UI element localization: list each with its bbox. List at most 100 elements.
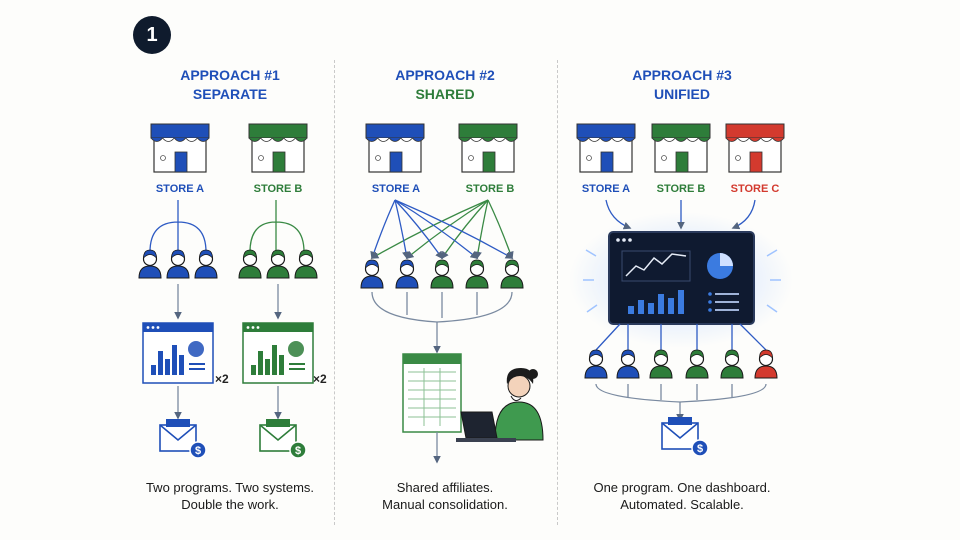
- window-bar: [265, 359, 270, 375]
- email-payout-icon-a: $: [159, 419, 207, 459]
- awning-scallop: [283, 137, 296, 142]
- approach-2-caption-line1: Shared affiliates.: [396, 480, 494, 495]
- sheet-header: [403, 354, 461, 364]
- person-body: [685, 365, 709, 379]
- awning-scallop: [611, 137, 624, 142]
- person-body: [500, 275, 524, 289]
- dash-frame: [608, 231, 755, 325]
- awning-scallop: [470, 137, 483, 142]
- envelope: [159, 424, 197, 452]
- window-dot: [146, 326, 150, 329]
- window-text-line: [189, 368, 205, 370]
- store-awning: [725, 123, 785, 139]
- awning-scallop: [248, 137, 261, 142]
- store-a-icon-2: [365, 123, 425, 173]
- person-body: [720, 365, 744, 379]
- awning-scallop: [162, 137, 175, 142]
- store-body: [368, 137, 422, 173]
- person-head: [142, 251, 158, 267]
- approach-1-multiplier-a: ×2: [215, 372, 229, 386]
- window-dot: [256, 326, 260, 329]
- woman-bun: [528, 369, 538, 379]
- awning-scallop: [588, 137, 601, 142]
- person-head: [399, 261, 415, 277]
- person-body: [649, 365, 673, 379]
- approach-1-title-line2: SEPARATE: [192, 86, 268, 102]
- laptop-base: [456, 438, 516, 442]
- person-body: [166, 265, 190, 279]
- window-frame: [242, 322, 314, 384]
- awning-scallop: [772, 137, 785, 142]
- envelope-flap: [159, 424, 197, 442]
- window-bar: [151, 365, 156, 375]
- store-door: [272, 151, 286, 173]
- person-head: [364, 261, 380, 277]
- woman-head: [507, 374, 531, 398]
- envelope-flap: [661, 422, 699, 440]
- woman-hand: [510, 395, 522, 402]
- awning-scallop: [185, 137, 198, 142]
- awning-scallop: [377, 137, 390, 142]
- approach-1-caption: Two programs. Two systems. Double the wo…: [130, 479, 330, 513]
- awning-scallop: [493, 137, 506, 142]
- person-head: [620, 351, 636, 367]
- approach-3-title: APPROACH #3 UNIFIED: [582, 66, 782, 104]
- dash-pie-slice: [720, 253, 733, 266]
- approach-2-link-b: [487, 199, 514, 260]
- person-hair: [400, 259, 414, 270]
- approach-2-link-b: [441, 199, 489, 260]
- approach-2-link-b: [405, 199, 489, 259]
- store-b-icon-3: [651, 123, 711, 173]
- approach-2-title-line2: SHARED: [415, 86, 475, 102]
- awning-scallop: [365, 137, 378, 142]
- dash-bar: [668, 298, 674, 314]
- dollar-glyph: $: [195, 445, 201, 457]
- dash-line: [625, 253, 687, 277]
- approach-2-link-b: [474, 199, 489, 260]
- store-awning: [365, 123, 425, 139]
- awning-scallop: [698, 137, 711, 142]
- window-bar: [179, 355, 184, 375]
- window-bar: [172, 345, 177, 375]
- affiliate-person-icon-u4: [720, 349, 744, 379]
- person-body: [266, 265, 290, 279]
- dash-pie: [707, 253, 733, 279]
- person-hair: [243, 249, 257, 260]
- approach-1-store-a-label: STORE A: [155, 183, 205, 195]
- dash-linechart-box: [621, 250, 691, 282]
- window-dot: [156, 326, 160, 329]
- approach-3-in-a: [605, 199, 632, 230]
- approach-1-fanout-b: [249, 200, 305, 253]
- awning-scallop: [760, 137, 773, 142]
- approach-3-store-b-label: STORE B: [656, 183, 706, 195]
- affiliate-person-icon-s0: [360, 259, 384, 289]
- affiliate-person-icon-u2: [649, 349, 673, 379]
- envelope-letter: [668, 417, 692, 425]
- awning-scallop: [505, 137, 518, 142]
- approach-3-caption-line2: Automated. Scalable.: [620, 497, 744, 512]
- approach-2-link-a: [394, 199, 410, 260]
- envelope-letter: [266, 419, 290, 427]
- person-head: [724, 351, 740, 367]
- awning-scallop: [623, 137, 636, 142]
- awning-scallop: [481, 137, 495, 142]
- glow-ray: [766, 304, 778, 313]
- approach-1-title-line1: APPROACH #1: [180, 67, 280, 83]
- store-body: [153, 137, 207, 173]
- affiliate-person-icon-s2: [430, 259, 454, 289]
- person-head: [653, 351, 669, 367]
- approach-3-caption: One program. One dashboard. Automated. S…: [582, 479, 782, 513]
- affiliate-person-icon-s1: [395, 259, 419, 289]
- dollar-circle: [691, 439, 709, 457]
- awning-scallop: [599, 137, 613, 142]
- person-hair: [435, 259, 449, 270]
- dash-dot: [622, 238, 626, 242]
- step-badge: 1: [133, 16, 171, 54]
- person-hair: [621, 349, 635, 360]
- store-body: [728, 137, 782, 173]
- dashboard-window-icon-b: [242, 322, 314, 384]
- store-awning: [651, 123, 711, 139]
- window-dot: [151, 326, 155, 329]
- store-b-icon-2: [458, 123, 518, 173]
- awning-scallop: [725, 137, 738, 142]
